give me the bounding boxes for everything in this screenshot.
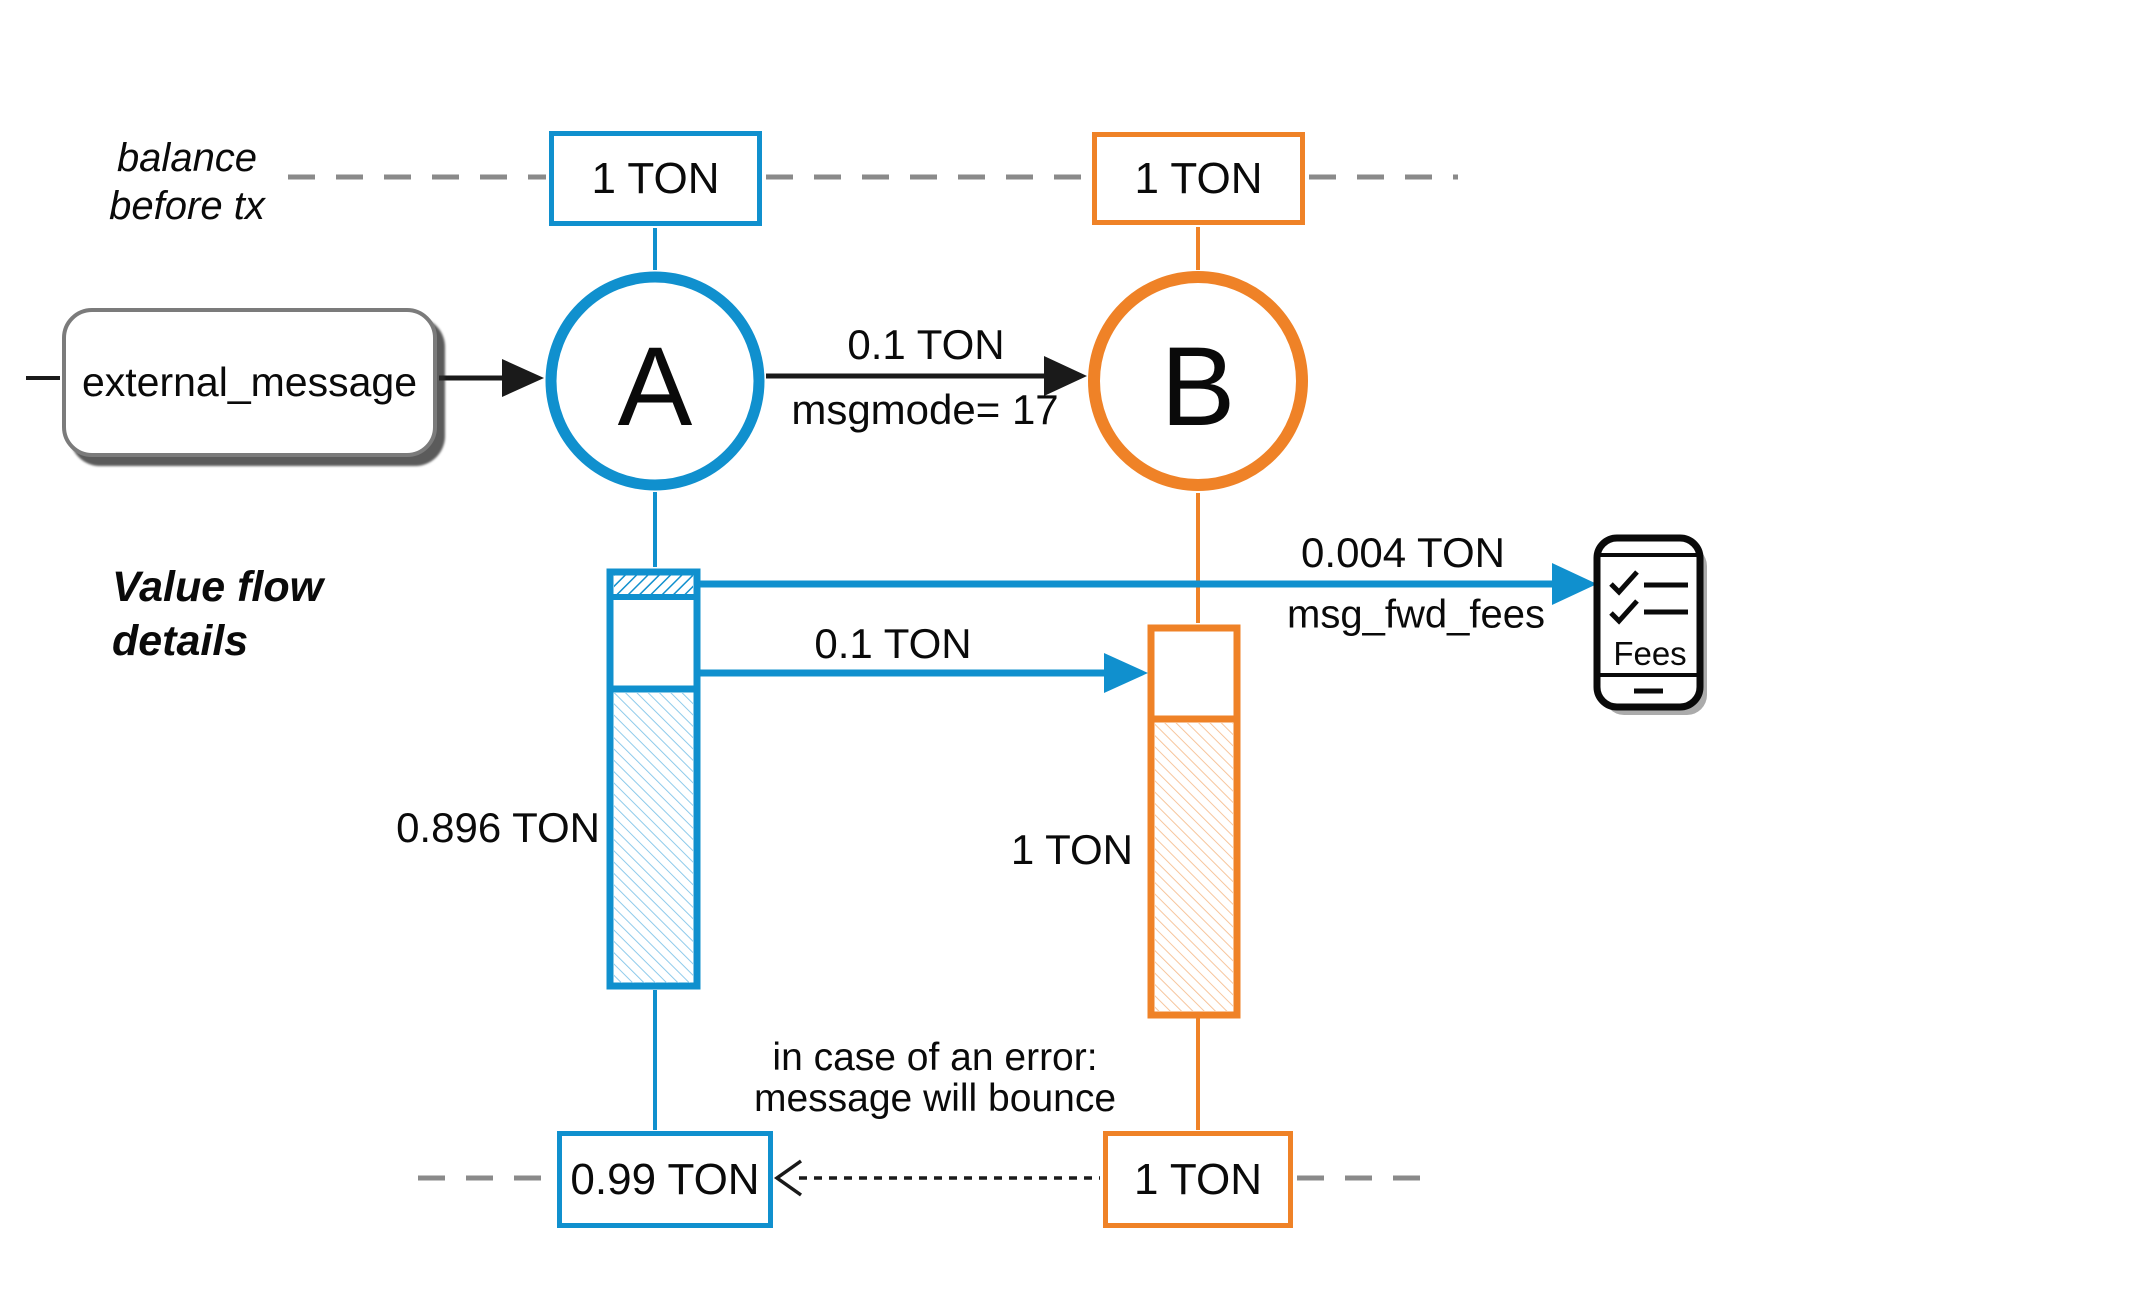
account-b-balance-before-value: 1 TON: [1134, 153, 1263, 203]
value-transfer-arrow: [699, 653, 1148, 693]
fees-icon-label: Fees: [1613, 635, 1687, 672]
bounce-note: in case of an error: message will bounce: [754, 1037, 1116, 1119]
account-a-circle: [545, 271, 765, 491]
message-mode-label: msgmode= 17: [791, 386, 1059, 433]
fwd-fee-name-label: msg_fwd_fees: [1287, 592, 1545, 637]
value-flow-note-line2: details: [112, 617, 249, 665]
account-a-value-bar: [606, 568, 701, 990]
value-flow-note-line1: Value flow: [112, 563, 324, 611]
balance-before-note-line2: before tx: [109, 184, 265, 228]
check-icon: [1609, 570, 1639, 596]
b-bar-received-segment: [1155, 723, 1233, 1011]
fwd-fee-amount-label: 0.004 TON: [1301, 529, 1505, 576]
account-b-circle: [1088, 271, 1308, 491]
account-a-balance-before-box: 1 TON: [549, 131, 762, 226]
account-b-balance-after-box: 1 TON: [1103, 1131, 1293, 1228]
account-b-letter: B: [1160, 324, 1236, 449]
external-message-label: external_message: [81, 359, 418, 405]
account-b-received-label: 1 TON: [1010, 826, 1133, 873]
value-flow-note: Value flow details: [112, 560, 323, 668]
account-a-balance-after-value: 0.99 TON: [570, 1154, 760, 1204]
account-a-letter: A: [617, 324, 693, 449]
balance-before-note-line1: balance: [116, 136, 258, 180]
check-icon: [1609, 599, 1639, 625]
a-bar-remaining-segment: [614, 693, 693, 983]
external-message-arrow: [26, 359, 544, 397]
external-message-box: external_message: [62, 308, 437, 457]
message-amount-label: 0.1 TON: [847, 321, 1005, 368]
fwd-fees-arrow: [699, 563, 1597, 605]
a-bar-fee-segment: [614, 575, 693, 594]
transfer-amount-label: 0.1 TON: [814, 620, 972, 667]
account-b-balance-before-box: 1 TON: [1092, 132, 1305, 225]
bounce-arrow: [773, 1159, 1100, 1197]
account-b-balance-after-value: 1 TON: [1134, 1154, 1262, 1204]
account-b-value-bar: [1147, 624, 1241, 1019]
account-a-remaining-label: 0.896 TON: [396, 804, 600, 851]
balance-before-note: balance before tx: [87, 134, 287, 230]
bounce-note-line1: in case of an error:: [772, 1036, 1098, 1079]
account-a-balance-before-value: 1 TON: [591, 153, 720, 203]
bounce-note-line2: message will bounce: [753, 1077, 1117, 1120]
message-a-to-b-arrow: [766, 356, 1087, 396]
account-a-balance-after-box: 0.99 TON: [557, 1131, 773, 1228]
fees-icon: [1593, 534, 1707, 715]
